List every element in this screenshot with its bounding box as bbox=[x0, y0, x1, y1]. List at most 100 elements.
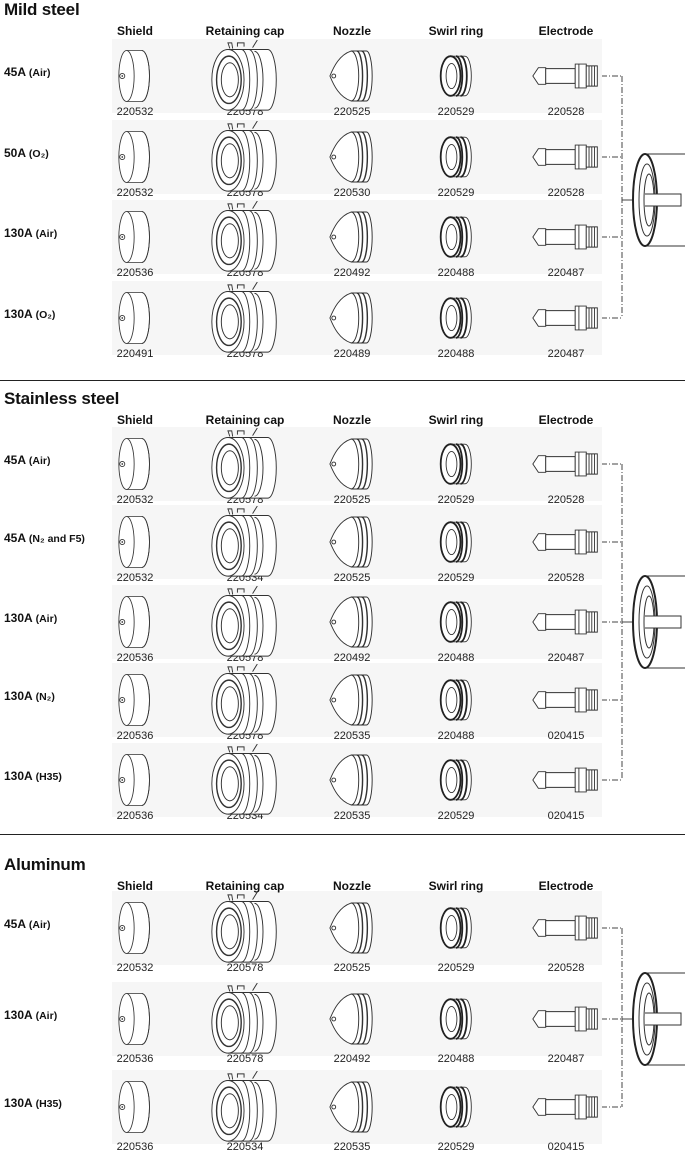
part-number: 220530 bbox=[333, 187, 371, 199]
swirl-ring-part-image bbox=[438, 441, 474, 487]
row-label: 130A (O₂) bbox=[4, 307, 55, 321]
section-title: Mild steel bbox=[4, 0, 80, 19]
amperage: 50A bbox=[4, 146, 27, 160]
column-header: Nozzle bbox=[332, 24, 372, 38]
part-number: 220536 bbox=[116, 652, 154, 664]
gas-type: (Air) bbox=[26, 919, 51, 931]
part-number: 220529 bbox=[437, 1141, 475, 1153]
shield-part-image bbox=[118, 989, 152, 1049]
part-number: 220536 bbox=[116, 730, 154, 742]
swirl-ring-part-image bbox=[438, 53, 474, 99]
amperage: 130A bbox=[4, 307, 33, 321]
shield-part-image bbox=[118, 592, 152, 652]
electrode-part-image bbox=[531, 220, 601, 254]
part-number: 220532 bbox=[116, 494, 154, 506]
part-number: 220491 bbox=[116, 348, 154, 360]
column-header: Shield bbox=[116, 413, 154, 427]
part-number: 220536 bbox=[116, 267, 154, 279]
shield-part-image bbox=[118, 670, 152, 730]
retaining-cap-part-image bbox=[209, 201, 281, 273]
nozzle-part-image bbox=[328, 289, 376, 347]
amperage: 45A bbox=[4, 453, 27, 467]
row-label: 45A (Air) bbox=[4, 453, 51, 467]
part-number: 220488 bbox=[437, 348, 475, 360]
part-number: 220488 bbox=[437, 1053, 475, 1065]
gas-type: (Air) bbox=[32, 1010, 58, 1022]
part-number: 220492 bbox=[333, 1053, 371, 1065]
part-number: 220532 bbox=[116, 187, 154, 199]
part-number: 220529 bbox=[437, 810, 475, 822]
part-number: 220487 bbox=[547, 652, 585, 664]
nozzle-part-image bbox=[328, 899, 376, 957]
part-number: 220487 bbox=[547, 267, 585, 279]
retaining-cap-part-image bbox=[209, 506, 281, 578]
part-number: 220487 bbox=[547, 348, 585, 360]
part-number: 220532 bbox=[116, 572, 154, 584]
shield-part-image bbox=[118, 207, 152, 267]
column-header: Retaining cap bbox=[205, 24, 285, 38]
nozzle-part-image bbox=[328, 128, 376, 186]
column-header: Swirl ring bbox=[428, 879, 484, 893]
amperage: 130A bbox=[4, 689, 33, 703]
electrode-part-image bbox=[531, 1002, 601, 1036]
part-number: 220525 bbox=[333, 962, 371, 974]
swirl-ring-part-image bbox=[438, 757, 474, 803]
gas-type: (N₂ and F5) bbox=[26, 533, 85, 545]
gas-type: (O₂) bbox=[26, 148, 49, 160]
electrode-part-image bbox=[531, 59, 601, 93]
shield-part-image bbox=[118, 898, 152, 958]
part-number: 220578 bbox=[226, 1053, 264, 1065]
gas-type: (O₂) bbox=[32, 309, 56, 321]
electrode-part-image bbox=[531, 447, 601, 481]
part-number: 020415 bbox=[547, 1141, 585, 1153]
swirl-ring-part-image bbox=[438, 1084, 474, 1130]
nozzle-part-image bbox=[328, 990, 376, 1048]
electrode-part-image bbox=[531, 140, 601, 174]
column-header: Shield bbox=[116, 24, 154, 38]
amperage: 130A bbox=[4, 769, 33, 783]
column-header: Electrode bbox=[538, 413, 594, 427]
part-number: 220487 bbox=[547, 1053, 585, 1065]
gas-type: (Air) bbox=[32, 228, 58, 240]
retaining-cap-part-image bbox=[209, 983, 281, 1055]
part-number: 220525 bbox=[333, 572, 371, 584]
column-header: Retaining cap bbox=[205, 413, 285, 427]
section-divider bbox=[0, 834, 685, 835]
nozzle-part-image bbox=[328, 751, 376, 809]
amperage: 45A bbox=[4, 917, 27, 931]
part-number: 220489 bbox=[333, 348, 371, 360]
row-label: 50A (O₂) bbox=[4, 146, 49, 160]
section-title: Aluminum bbox=[4, 855, 86, 874]
part-number: 220528 bbox=[547, 106, 585, 118]
swirl-ring-part-image bbox=[438, 996, 474, 1042]
gas-type: (N₂) bbox=[32, 691, 55, 703]
part-number: 220488 bbox=[437, 730, 475, 742]
electrode-part-image bbox=[531, 763, 601, 797]
column-header: Swirl ring bbox=[428, 24, 484, 38]
part-number: 220529 bbox=[437, 962, 475, 974]
electrode-part-image bbox=[531, 911, 601, 945]
row-label: 45A (N₂ and F5) bbox=[4, 531, 85, 545]
part-number: 220532 bbox=[116, 962, 154, 974]
part-number: 220492 bbox=[333, 652, 371, 664]
part-number: 220529 bbox=[437, 106, 475, 118]
part-number: 220525 bbox=[333, 106, 371, 118]
column-header: Nozzle bbox=[332, 879, 372, 893]
row-label: 130A (Air) bbox=[4, 611, 57, 625]
swirl-ring-part-image bbox=[438, 599, 474, 645]
column-header: Electrode bbox=[538, 879, 594, 893]
retaining-cap-part-image bbox=[209, 121, 281, 193]
shield-part-image bbox=[118, 750, 152, 810]
part-number: 220536 bbox=[116, 810, 154, 822]
part-number: 220536 bbox=[116, 1053, 154, 1065]
part-number: 220534 bbox=[226, 1141, 264, 1153]
part-number: 020415 bbox=[547, 810, 585, 822]
shield-part-image bbox=[118, 288, 152, 348]
part-number: 220535 bbox=[333, 810, 371, 822]
part-number: 220536 bbox=[116, 1141, 154, 1153]
part-number: 220528 bbox=[547, 187, 585, 199]
column-header: Electrode bbox=[538, 24, 594, 38]
part-number: 220528 bbox=[547, 494, 585, 506]
retaining-cap-part-image bbox=[209, 664, 281, 736]
part-number: 220535 bbox=[333, 730, 371, 742]
